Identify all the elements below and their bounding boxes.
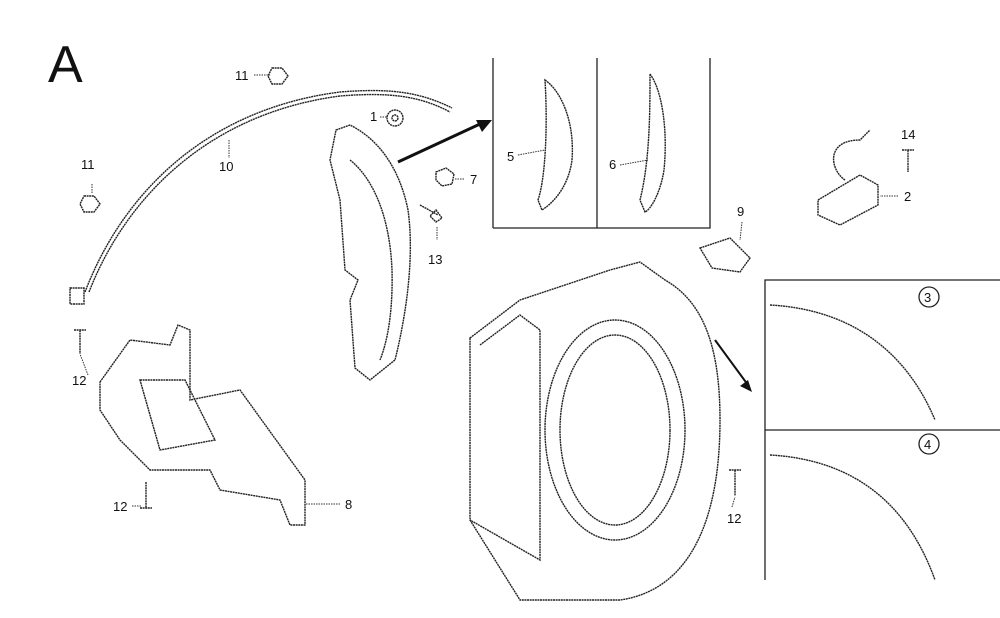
callout-12-right: 12: [727, 511, 741, 526]
section-letter: A: [48, 36, 83, 94]
callout-3: 3: [924, 290, 931, 305]
fan-housing: [469, 261, 721, 601]
shroud-plate: [329, 124, 412, 381]
part-1-nut: [386, 109, 404, 127]
callout-6: 6: [609, 157, 616, 172]
callout-5: 5: [507, 149, 514, 164]
part-12-bolt-a: [74, 329, 86, 354]
detail-box-3-4: [764, 279, 1000, 581]
callout-7: 7: [470, 172, 477, 187]
detail-box-5-6: [492, 58, 711, 229]
part-13-screw: [419, 204, 444, 223]
part-8-guard: [99, 324, 306, 526]
callout-1: 1: [370, 109, 377, 124]
callout-12-left: 12: [72, 373, 86, 388]
callout-2: 2: [904, 189, 911, 204]
callout-11-left: 11: [81, 157, 95, 172]
callout-14: 14: [901, 127, 915, 142]
callout-10: 10: [219, 159, 233, 174]
callout-11-top: 11: [235, 68, 249, 83]
callout-4: 4: [924, 437, 931, 452]
part-7-clip: [435, 167, 455, 187]
part-12-bolt-c: [729, 469, 741, 496]
part-11-clip-left: [79, 195, 101, 213]
callout-8: 8: [345, 497, 352, 512]
callout-12-bottom: 12: [113, 499, 127, 514]
part-12-bolt-b: [140, 482, 152, 509]
part-11-clip-top: [267, 67, 289, 85]
part-2-sensor: [817, 129, 879, 226]
part-10-cable: [69, 89, 453, 305]
part-9-switch: [698, 237, 751, 273]
callout-9: 9: [737, 204, 744, 219]
callout-13: 13: [428, 252, 442, 267]
